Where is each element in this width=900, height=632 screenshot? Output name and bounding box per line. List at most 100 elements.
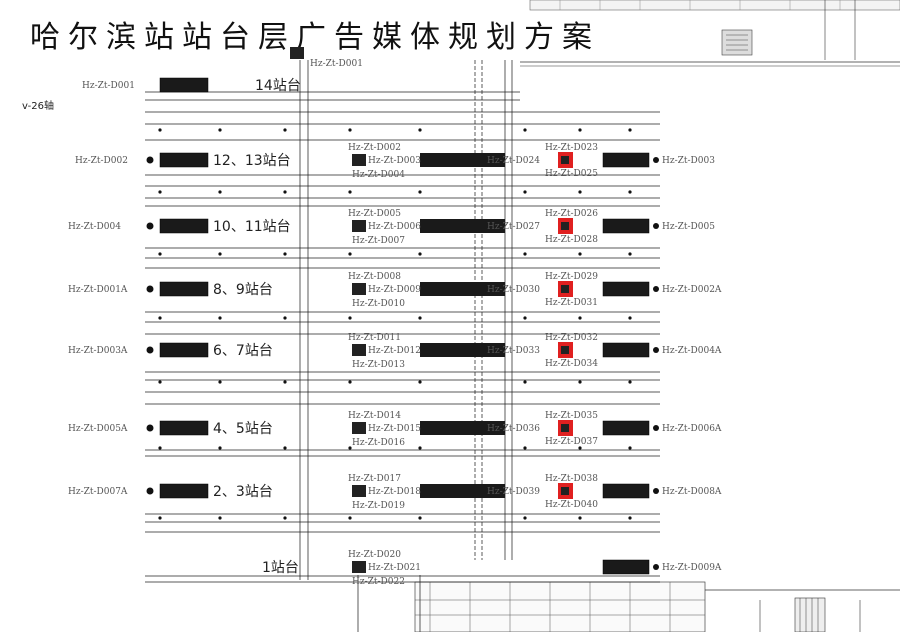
right-media-label: Hz-Zt-D005 xyxy=(662,222,715,232)
track-dot xyxy=(578,380,582,384)
platform-label: 8、9站台 xyxy=(213,282,273,298)
mid-media-label: Hz-Zt-D039 xyxy=(487,487,540,497)
track-dot xyxy=(418,252,422,256)
track-dot xyxy=(348,446,352,450)
center-ad-marker xyxy=(352,422,366,434)
center-ad-panel xyxy=(420,282,505,296)
track-dot xyxy=(283,252,287,256)
platform-label: 12、13站台 xyxy=(213,153,291,169)
red-media-label: Hz-Zt-D038 xyxy=(545,474,598,484)
track-dot xyxy=(283,516,287,520)
track-dot xyxy=(523,446,527,450)
right-ad-panel xyxy=(602,559,650,575)
top-ad-marker xyxy=(290,47,304,59)
red-media-label: Hz-Zt-D023 xyxy=(545,143,598,153)
red-media-label: Hz-Zt-D040 xyxy=(545,500,598,510)
track-dot xyxy=(158,380,162,384)
platform-label: 4、5站台 xyxy=(213,421,273,437)
track-dot xyxy=(523,316,527,320)
right-media-label: Hz-Zt-D004A xyxy=(662,346,722,356)
left-ad-panel xyxy=(159,420,209,436)
red-ad-core xyxy=(561,487,569,495)
track-dot xyxy=(578,252,582,256)
track-dot xyxy=(158,190,162,194)
track-dot xyxy=(348,190,352,194)
center-media-label: Hz-Zt-D008 xyxy=(348,272,401,282)
red-media-label: Hz-Zt-D037 xyxy=(545,437,598,447)
center-ad-marker xyxy=(352,344,366,356)
platform-label: 1站台 xyxy=(262,560,299,576)
right-ad-marker xyxy=(653,157,659,163)
left-ad-panel xyxy=(159,152,209,168)
track-dot xyxy=(578,316,582,320)
center-media-label: Hz-Zt-D020 xyxy=(348,550,401,560)
track-dot xyxy=(218,316,222,320)
mid-media-label: Hz-Zt-D027 xyxy=(487,222,540,232)
track-dot xyxy=(283,128,287,132)
left-ad-marker xyxy=(146,424,154,432)
right-media-label: Hz-Zt-D003 xyxy=(662,156,715,166)
media-labels: 14站台12、13站台10、11站台8、9站台6、7站台4、5站台2、3站台1站… xyxy=(68,59,722,587)
track-dot xyxy=(578,516,582,520)
track-dot xyxy=(578,446,582,450)
track-dot xyxy=(523,252,527,256)
track-dot xyxy=(348,516,352,520)
track-dot xyxy=(348,380,352,384)
vertical-corridors xyxy=(299,60,513,632)
platform-label: 14站台 xyxy=(255,78,301,94)
right-ad-marker xyxy=(653,488,659,494)
center-media-label: Hz-Zt-D013 xyxy=(352,360,405,370)
right-ad-marker xyxy=(653,286,659,292)
ad-panels xyxy=(146,47,659,575)
page-title: 哈尔滨站站台层广告媒体规划方案 xyxy=(30,20,600,55)
right-media-label: Hz-Zt-D006A xyxy=(662,424,722,434)
center-media-label: Hz-Zt-D021 xyxy=(368,563,421,573)
platform-label: 2、3站台 xyxy=(213,484,273,500)
red-media-label: Hz-Zt-D025 xyxy=(545,169,598,179)
center-media-label: Hz-Zt-D012 xyxy=(368,346,421,356)
center-ad-marker xyxy=(352,283,366,295)
center-media-label: Hz-Zt-D018 xyxy=(368,487,421,497)
track-lines xyxy=(145,91,660,583)
track-dot xyxy=(628,516,632,520)
track-dot xyxy=(523,516,527,520)
left-media-label: Hz-Zt-D005A xyxy=(68,424,128,434)
track-dot xyxy=(418,516,422,520)
right-ad-marker xyxy=(653,425,659,431)
bottom-right-detail xyxy=(414,581,900,632)
red-ad-core xyxy=(561,156,569,164)
right-ad-panel xyxy=(602,483,650,499)
center-media-label: Hz-Zt-D017 xyxy=(348,474,401,484)
right-ad-marker xyxy=(653,564,659,570)
right-ad-panel xyxy=(602,420,650,436)
center-ad-panel xyxy=(420,421,505,435)
center-media-label: Hz-Zt-D011 xyxy=(348,333,401,343)
center-media-label: Hz-Zt-D006 xyxy=(368,222,421,232)
center-media-label: Hz-Zt-D005 xyxy=(348,209,401,219)
center-ad-marker xyxy=(352,220,366,232)
right-media-label: Hz-Zt-D009A xyxy=(662,563,722,573)
right-ad-panel xyxy=(602,281,650,297)
track-dot xyxy=(418,380,422,384)
center-ad-marker xyxy=(352,154,366,166)
axis-label: v-26轴 xyxy=(22,101,54,112)
track-dot xyxy=(283,190,287,194)
red-ad-core xyxy=(561,285,569,293)
left-media-label: Hz-Zt-D003A xyxy=(68,346,128,356)
center-ad-panel xyxy=(420,343,505,357)
left-ad-marker xyxy=(146,346,154,354)
track-dot xyxy=(418,446,422,450)
left-ad-marker xyxy=(146,156,154,164)
track-dot xyxy=(218,128,222,132)
center-ad-panel xyxy=(420,484,505,498)
track-dot xyxy=(418,128,422,132)
center-ad-panel xyxy=(420,153,505,167)
red-ad-core xyxy=(561,424,569,432)
mid-media-label: Hz-Zt-D033 xyxy=(487,346,540,356)
left-ad-panel xyxy=(159,281,209,297)
left-ad-marker xyxy=(146,285,154,293)
red-ad-core xyxy=(561,222,569,230)
platform-label: 10、11站台 xyxy=(213,219,291,235)
left-media-label: Hz-Zt-D002 xyxy=(75,156,128,166)
